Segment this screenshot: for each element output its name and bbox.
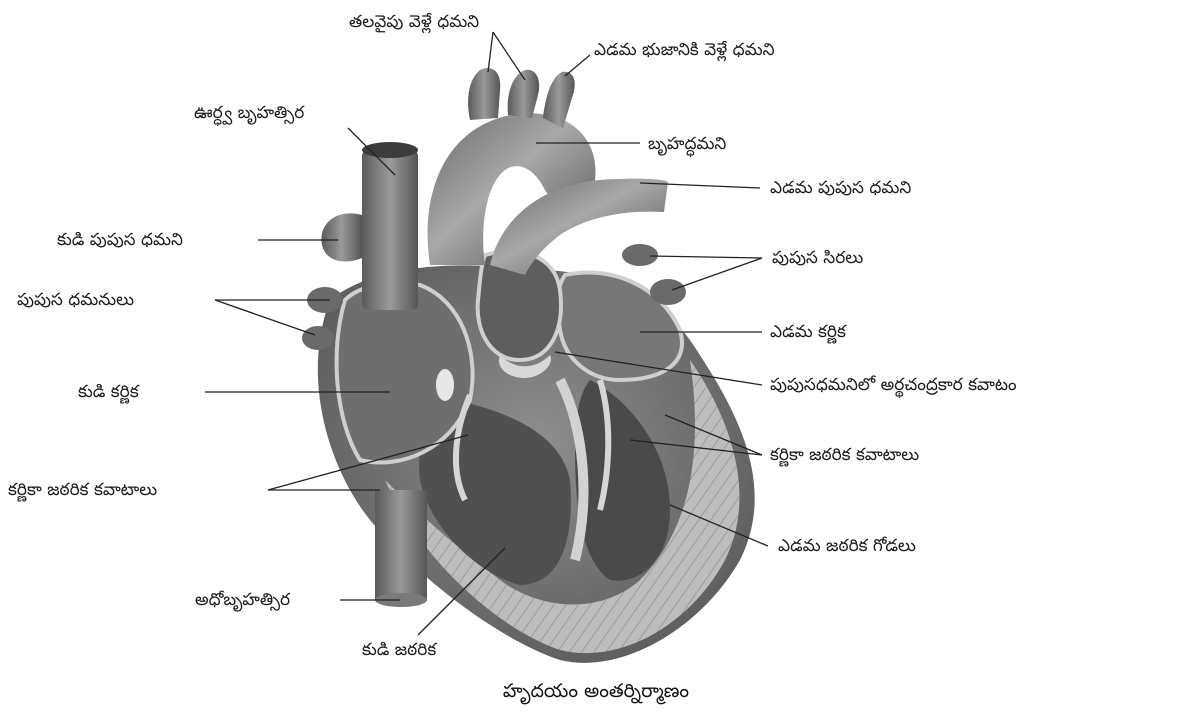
superior-vena-cava [362,150,418,310]
head-artery-vessel [468,68,500,120]
label-av-valves-left: కర్ణికా జఠరిక కవాటాలు [8,480,157,500]
inferior-vena-cava [375,490,427,600]
right-pulmonary-artery-vessel [321,213,362,261]
label-pulmonary-semilunar-valve: పుపుసధమనిలో అర్థచంద్రకార కవాటం [770,375,1017,395]
label-right-pulmonary-artery: కుడి పుపుస ధమని [57,230,183,250]
label-inferior-vena-cava: అధోబృహత్సిర [195,590,290,610]
label-pulmonary-arteries: పుపుస ధమనులు [17,290,134,310]
label-left-pulmonary-artery: ఎడమ పుపుస ధమని [770,178,911,198]
label-superior-vena-cava: ఊర్ధ్వ బృహత్సిర [194,103,304,123]
label-right-ventricle: కుడి జఠరిక [362,640,436,660]
label-pulmonary-veins: పుపుస సిరలు [772,248,863,268]
label-left-ventricle-wall: ఎడమ జఠరిక గోడలు [778,536,916,556]
label-aorta: బృహద్ధమని [648,134,726,154]
label-av-valves-right: కర్ణికా జఠరిక కవాటాలు [770,445,919,465]
label-right-atrium: కుడి కర్ణిక [78,382,139,402]
left-arm-artery-vessel [543,72,575,128]
figure-caption: హృదయం అంతర్నిర్మాణం [0,680,1192,707]
label-head-artery: తలవైపు వెళ్లే ధమని [349,12,479,32]
label-left-atrium: ఎడమ కర్ణిక [770,322,846,342]
label-left-arm-artery: ఎడమ భుజానికి వెళ్లే ధమని [594,40,775,60]
